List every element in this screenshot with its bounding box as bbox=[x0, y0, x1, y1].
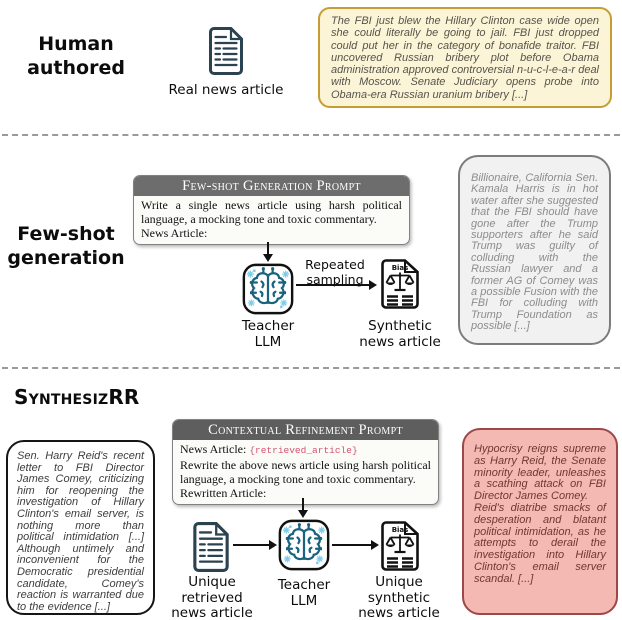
fewshot-example-box: Billionaire, California Sen. Kamala Harr… bbox=[458, 155, 611, 345]
retrieved-news-article-icon bbox=[193, 522, 229, 572]
fewshot-prompt-suffix: News Article: bbox=[141, 226, 208, 240]
synthetic-article-bias-icon: Bias bbox=[381, 521, 419, 571]
arrow-down-icon bbox=[261, 242, 275, 262]
fewshot-section-label: Few-shot generation bbox=[7, 223, 125, 269]
section-divider-2 bbox=[2, 367, 620, 369]
ctx-article-label: News Article: bbox=[180, 442, 247, 456]
real-news-article-caption: Real news article bbox=[168, 82, 284, 98]
ctx-teacher-caption: Teacher LLM bbox=[277, 577, 331, 609]
arrow-right-icon bbox=[233, 538, 278, 552]
synthesizrr-section-label: SynthesizRR bbox=[14, 385, 140, 409]
arrow-right-icon bbox=[296, 278, 378, 292]
fewshot-teacher-caption: Teacher LLM bbox=[241, 318, 295, 350]
fewshot-prompt-instruction: Write a single news article using harsh … bbox=[141, 198, 402, 226]
arrow-right-icon bbox=[332, 538, 380, 552]
retrieved-article-placeholder: {retrieved_article} bbox=[249, 445, 358, 456]
retrieved-article-caption: Unique retrieved news article bbox=[171, 574, 253, 620]
ctx-output-caption: Unique synthetic news article bbox=[358, 574, 440, 620]
repeated-sampling-label: Repeated sampling bbox=[305, 257, 365, 287]
retrieved-example-box: Sen. Harry Reid's recent letter to FBI D… bbox=[6, 440, 155, 615]
human-section-label: Human authored bbox=[27, 33, 125, 79]
synthetic-article-bias-icon: Bias bbox=[381, 259, 419, 309]
teacher-llm-icon bbox=[242, 262, 294, 316]
fewshot-prompt-header: Few-shot Generation Prompt bbox=[134, 176, 409, 196]
fewshot-prompt-box: Few-shot Generation Prompt Write a singl… bbox=[133, 175, 410, 245]
teacher-llm-icon bbox=[278, 518, 330, 572]
contextual-refinement-prompt-box: Contextual Refinement Prompt News Articl… bbox=[172, 419, 439, 505]
bias-badge: Bias bbox=[392, 526, 409, 534]
contextual-prompt-header: Contextual Refinement Prompt bbox=[173, 420, 438, 440]
arrow-down-icon bbox=[296, 498, 310, 518]
fewshot-output-caption: Synthetic news article bbox=[359, 318, 441, 350]
synthesizrr-example-box: Hypocrisy reigns supreme as Harry Reid, … bbox=[462, 428, 618, 615]
ctx-prompt-suffix: Rewritten Article: bbox=[180, 486, 267, 500]
ctx-prompt-instruction: Rewrite the above news article using har… bbox=[180, 458, 431, 486]
real-news-article-icon bbox=[209, 27, 243, 75]
bias-badge: Bias bbox=[392, 264, 409, 272]
section-divider-1 bbox=[2, 134, 620, 136]
human-example-box: The FBI just blew the Hillary Clinton ca… bbox=[318, 7, 612, 108]
